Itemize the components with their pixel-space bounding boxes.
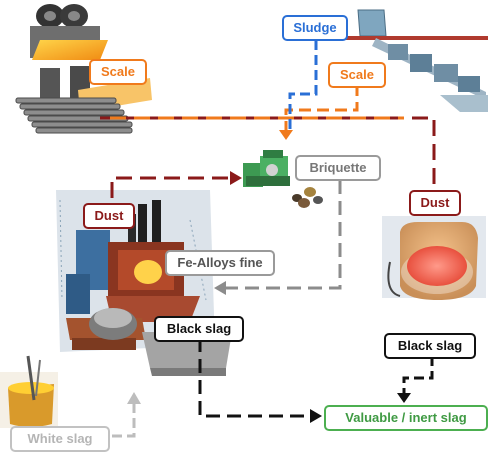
valuable-inert-slag-label: Valuable / inert slag — [324, 405, 488, 431]
dust-flow-arrow-left — [110, 171, 242, 198]
electric-arc-furnace-illustration — [56, 190, 232, 376]
sludge-label: Sludge — [282, 15, 348, 41]
briquetting-machine-illustration — [243, 150, 323, 208]
scale-label-left: Scale — [89, 59, 147, 85]
scale-label-right: Scale — [328, 62, 386, 88]
dust-label-left: Dust — [83, 203, 135, 229]
rolling-mill-illustration — [15, 4, 152, 134]
processing-line-illustration — [345, 9, 488, 112]
fe-alloys-fine-label: Fe-Alloys fine — [165, 250, 275, 276]
white-slag-label: White slag — [10, 426, 110, 452]
white-slag-flow-arrow — [112, 392, 141, 438]
scale-flow-arrows — [110, 84, 404, 140]
sludge-flow-arrow — [288, 40, 318, 132]
dust-label-right: Dust — [409, 190, 461, 216]
black-slag-label-center: Black slag — [154, 316, 244, 342]
ladle-illustration — [382, 216, 486, 300]
briquette-flow-arrow — [214, 180, 342, 295]
black-slag-flow-arrow-right — [397, 356, 434, 403]
white-slag-ladle-illustration — [0, 355, 58, 428]
black-slag-flow-arrow-center — [198, 338, 322, 423]
black-slag-label-right: Black slag — [384, 333, 476, 359]
briquette-label: Briquette — [295, 155, 381, 181]
